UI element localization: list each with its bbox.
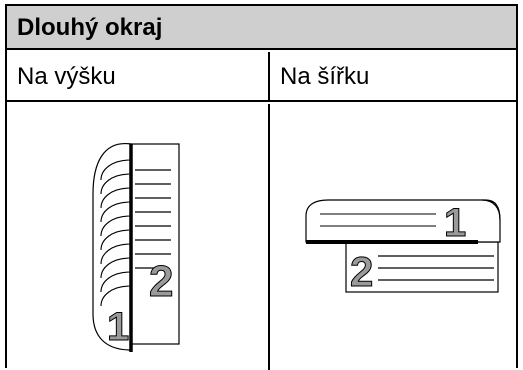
portrait-booklet-icon: 2 1 <box>92 143 180 352</box>
column-header-landscape: Na šířku <box>270 52 516 102</box>
column-header-portrait: Na výšku <box>7 52 270 102</box>
front-page-number: 1 <box>444 201 466 245</box>
landscape-illustration-cell: 2 1 <box>270 104 516 370</box>
back-page-number: 2 <box>350 248 373 295</box>
table-title: Dlouhý okraj <box>7 6 516 50</box>
landscape-booklet-icon: 2 1 <box>305 199 501 296</box>
portrait-illustration-cell: 2 1 <box>7 104 270 370</box>
back-page-number: 2 <box>149 257 173 306</box>
front-page-number: 1 <box>107 305 129 349</box>
binding-table: Dlouhý okraj Na výšku Na šířku 2 <box>5 4 518 370</box>
